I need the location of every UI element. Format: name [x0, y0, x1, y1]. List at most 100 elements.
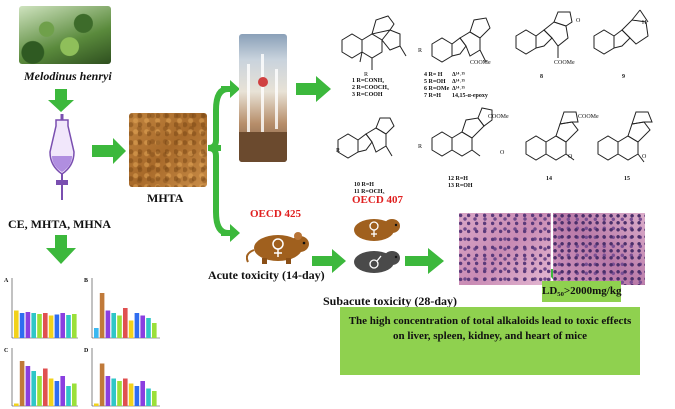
panel-bar [48, 378, 54, 406]
cmpd-7-label: 7 R=H [424, 93, 441, 99]
panel-bar [14, 403, 19, 406]
panel-bar [123, 378, 128, 406]
cmpd-4-delta: Δ¹⁴˒¹⁵ [452, 72, 465, 78]
panel-bar [152, 391, 157, 406]
histology-image-kidney [553, 213, 645, 285]
panel-bar [66, 315, 71, 338]
cmpd-coome2-label: COOMe [554, 60, 575, 66]
histology-image-liver [459, 213, 551, 285]
panel-c-label: C [4, 348, 8, 354]
cmpd-coome-label: COOMe [470, 60, 491, 66]
cmpd-15-number: 15 [624, 176, 630, 182]
panel-bar [25, 312, 31, 338]
arrow-subacute-to-histo [405, 248, 444, 274]
panel-bar [128, 383, 134, 406]
ld50-box: LD₅₀>2000mg/kg [542, 281, 621, 302]
panel-d-label: D [84, 348, 89, 354]
panel-bar [14, 310, 19, 338]
result-charts: A B C D [4, 278, 160, 407]
arrow-lab-to-compounds [296, 76, 331, 102]
cmpd-13-label: 13 R=OH [448, 183, 473, 189]
panel-bar [117, 381, 122, 406]
cmpd-o4-label: O [642, 154, 647, 160]
panel-bar [48, 315, 54, 338]
cmpd-11-label: 11 R=OCH₃ [354, 189, 385, 195]
acute-label: Acute toxicity (14-day) [208, 268, 325, 282]
panel-bar [99, 363, 105, 406]
acute-guideline: OECD 425 [250, 208, 302, 220]
panel-bar [72, 314, 77, 338]
conclusion-box: The high concentration of total alkaloid… [340, 307, 640, 375]
panel-bar [140, 315, 145, 338]
cmpd-o3-label: O [568, 154, 573, 160]
cmpd-7-delta: 14,15-α-epoxy [452, 93, 488, 99]
panel-bar [60, 313, 65, 338]
panel-bar [140, 381, 145, 406]
cmpd-5-label: 5 R=OH [424, 79, 446, 85]
lab-apparatus-photo [239, 34, 287, 162]
cmpd-r2-label: R [418, 48, 422, 54]
powder-label: MHTA [147, 191, 184, 205]
structure-4-7 [431, 17, 491, 63]
cmpd-r3-label: R [418, 144, 422, 150]
panel-bar [146, 388, 151, 406]
panel-bar [43, 368, 48, 406]
bracket [207, 86, 229, 236]
arrow-bracket-to-lab [221, 80, 240, 98]
cmpd-coome3-label: COOMe [488, 114, 509, 120]
cmpd-14-number: 14 [546, 176, 552, 182]
panel-bar [31, 313, 36, 338]
rats-mixed-icon [354, 219, 400, 273]
subacute-label: Subacute toxicity (28-day) [323, 294, 457, 308]
cmpd-6-delta: Δ¹⁴˒¹⁵ [452, 86, 465, 92]
cmpd-2-label: 2 R=COOCH₃ [352, 85, 389, 91]
cmpd-6-label: 6 R=OMe [424, 86, 450, 92]
extracts-label: CE, MHTA, MHNA [8, 217, 112, 231]
cmpd-coome4-label: COOMe [578, 114, 599, 120]
panel-bar [31, 371, 36, 406]
panel-bar [25, 366, 31, 406]
panel-bar [105, 310, 111, 338]
structure-8 [515, 11, 573, 58]
structure-15 [597, 111, 653, 163]
ld50-text: LD₅₀>2000mg/kg [542, 285, 622, 297]
cmpd-3-label: 3 R=COOH [352, 92, 383, 98]
panel-bar [54, 381, 60, 406]
panel-bar [99, 293, 105, 338]
panel-bar [117, 315, 122, 338]
panel-bar [111, 378, 116, 406]
panel-bar [37, 314, 42, 338]
arrow-funnel-to-powder [92, 138, 126, 164]
panel-bar [66, 386, 71, 406]
subacute-guideline: OECD 407 [352, 194, 404, 206]
cmpd-h-label: H [642, 20, 647, 26]
cmpd-8-number: 8 [540, 74, 543, 80]
panel-bar [123, 308, 128, 338]
panel-bar [134, 386, 140, 406]
panel-bar [19, 361, 25, 406]
panel-bar [43, 313, 48, 338]
panel-bar [54, 314, 60, 338]
structure-1-3 [341, 15, 407, 70]
cmpd-9-number: 9 [622, 74, 625, 80]
panel-bar [19, 313, 25, 338]
panel-bar [134, 313, 140, 338]
cmpd-r4-label: R [336, 148, 340, 154]
rat-female-icon [246, 232, 309, 264]
structure-10-11 [337, 117, 395, 159]
arrow-plant-to-funnel [48, 89, 74, 112]
cmpd-o2-label: O [500, 150, 505, 156]
panel-bar [94, 403, 99, 406]
cmpd-1-label: 1 R=CONH₂ [352, 78, 384, 84]
plant-photo [19, 6, 111, 64]
mhta-powder-photo [129, 113, 207, 187]
arrow-bracket-to-acute [221, 224, 240, 242]
conclusion-text: The high concentration of total alkaloid… [348, 315, 632, 342]
panel-bar [105, 376, 111, 406]
panel-bar [60, 376, 65, 406]
panel-a-label: A [4, 278, 9, 284]
structure-12-13 [431, 107, 493, 157]
cmpd-12-label: 12 R=H [448, 176, 468, 182]
panel-bar [128, 320, 134, 338]
